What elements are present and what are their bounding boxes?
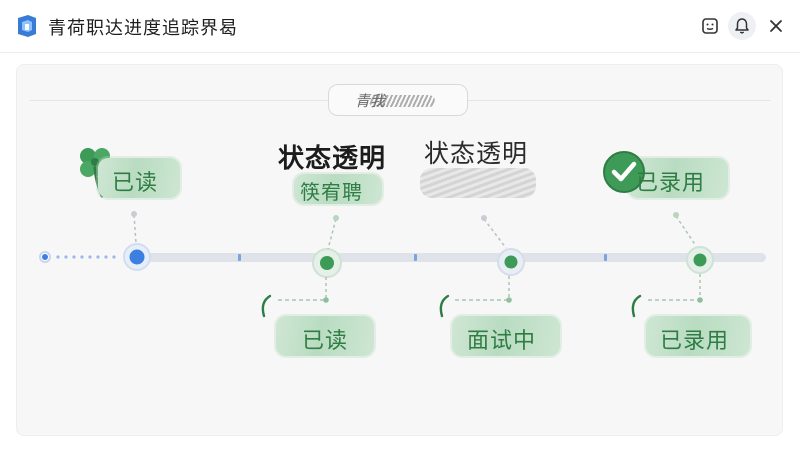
- stage-chip-interview[interactable]: 面试中: [467, 329, 537, 354]
- title-bar: 青荷职达进度追踪界曷: [0, 0, 800, 53]
- timeline-node-hired[interactable]: [686, 246, 714, 274]
- timeline-tick: [238, 254, 241, 261]
- timeline-node-interview[interactable]: [497, 248, 525, 276]
- stage-chip-hired-bg: [646, 316, 750, 356]
- close-icon: [770, 20, 782, 32]
- status-chip-read-bg: [98, 158, 180, 198]
- scribble-decoration: [369, 95, 435, 107]
- bell-icon: [735, 18, 749, 34]
- timeline-tick: [414, 254, 417, 261]
- stage-chip-read[interactable]: 已读: [302, 329, 349, 354]
- section-tag-label: 青我: [355, 92, 386, 110]
- face-icon: [702, 18, 718, 34]
- app-logo-icon: [18, 15, 36, 37]
- stage-chip-hired[interactable]: 已录用: [660, 329, 730, 354]
- close-button[interactable]: [762, 12, 790, 40]
- timeline-lead-dots: [39, 251, 116, 263]
- status-chip-hired-bg: [628, 158, 728, 198]
- status-chip-hired: 已录用: [636, 171, 706, 196]
- heading-sub: 筷宥聘: [300, 180, 363, 204]
- check-circle-icon: [603, 151, 645, 193]
- status-chip-read: 已读: [112, 171, 159, 196]
- heading-secondary: 状态透明: [424, 139, 529, 168]
- window-title: 青荷职达进度追踪界曷: [48, 18, 238, 39]
- section-tag: 青我: [328, 84, 468, 116]
- timeline-track: [130, 253, 766, 262]
- feedback-button[interactable]: [696, 12, 724, 40]
- stage-chip-read-bg: [276, 316, 374, 356]
- timeline-node-start[interactable]: [123, 243, 151, 271]
- stage-chip-interview-bg: [452, 316, 560, 356]
- notifications-button[interactable]: [728, 12, 756, 40]
- timeline-tick: [604, 254, 607, 261]
- scribble-placeholder: [420, 168, 536, 198]
- heading-sub-bg: [294, 174, 382, 204]
- timeline-node-read[interactable]: [312, 248, 342, 278]
- heading-primary: 状态透明: [278, 144, 387, 174]
